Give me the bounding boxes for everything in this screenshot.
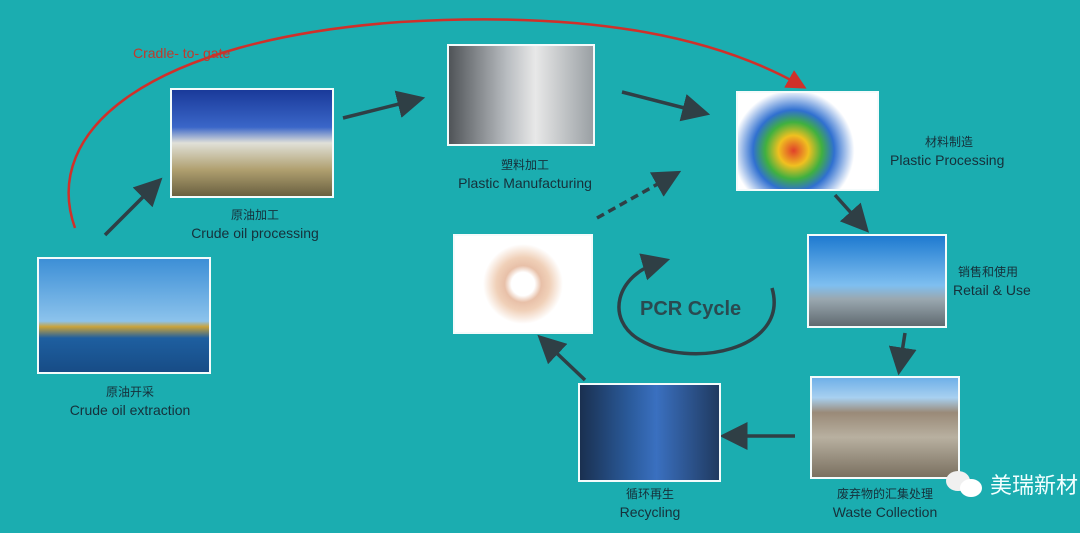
stage-en: Plastic Processing [890,152,1005,168]
stage-zh: 废弃物的汇集处理 [836,487,933,501]
arrow-manufacturing-to-plastic-processing [621,90,711,122]
stage-zh: 循环再生 [625,487,674,501]
waste-collection-image [810,376,960,479]
pcr-cycle-arrow [617,253,776,356]
retail-use-image [807,234,947,328]
arrow-processing-to-manufacturing [342,90,426,120]
stage-zh: 原油开采 [105,385,154,399]
wechat-watermark: 美瑞新材 [946,468,1078,500]
stage-plastic-processing: 材料制造 Plastic Processing [890,133,1040,169]
stage-en: Plastic Manufacturing [458,175,592,191]
stage-en: Retail & Use [953,282,1031,298]
cradle-to-gate-arrow [67,18,807,229]
stage-en: Recycling [619,504,681,520]
arrow-recycling-to-hands [537,334,587,382]
cradle-to-gate-label: Cradle- to- gate [133,45,231,61]
arrow-extraction-to-processing [103,177,163,237]
stage-zh: 材料制造 [925,135,974,149]
watermark-text: 美瑞新材 [990,474,1079,499]
stage-waste-collection: 废弃物的汇集处理 Waste Collection [805,485,965,521]
stage-plastic-manufacturing: 塑料加工 Plastic Manufacturing [440,156,610,192]
stage-zh: 塑料加工 [500,158,549,172]
stage-en: Crude oil processing [191,225,319,241]
recycling-image [578,383,721,482]
wechat-icon [946,471,984,497]
stage-recycling: 循环再生 Recycling [575,485,725,521]
crude-oil-processing-image [170,88,334,198]
stage-crude-oil-processing: 原油加工 Crude oil processing [170,206,340,242]
arrow-hands-to-manufacturing [596,170,682,220]
arrow-plastic-processing-to-retail [833,193,870,233]
plastic-pellets-image [736,91,879,191]
stage-retail-use: 销售和使用 Retail & Use [953,263,1063,299]
crude-oil-extraction-image [37,257,211,374]
plastic-manufacturing-image [447,44,595,146]
stage-zh: 原油加工 [230,208,279,222]
hands-with-pellets-image [453,234,593,334]
arrow-retail-to-waste [888,332,917,376]
stage-en: Waste Collection [832,504,938,520]
pcr-cycle-label: PCR Cycle [640,298,742,320]
stage-zh: 销售和使用 [958,265,1019,279]
stage-crude-oil-extraction: 原油开采 Crude oil extraction [40,383,220,419]
stage-en: Crude oil extraction [69,402,191,418]
